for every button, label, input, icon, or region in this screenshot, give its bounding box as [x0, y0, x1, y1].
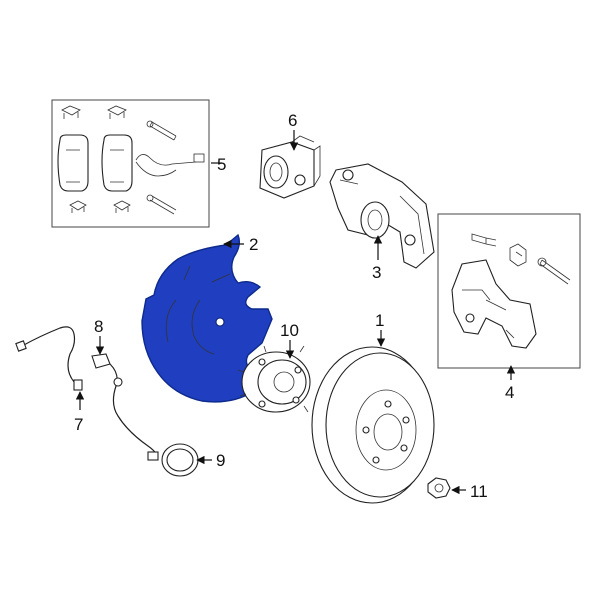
- callout-5: 5: [217, 155, 226, 174]
- callout-11: 11: [470, 482, 488, 501]
- brake-rotor-part: [311, 346, 435, 504]
- callout-8: 8: [94, 317, 103, 336]
- callout-7: 7: [74, 415, 83, 434]
- callout-3: 3: [372, 263, 381, 282]
- callout-2: 2: [249, 235, 258, 254]
- caliper-housing-part: [259, 135, 321, 199]
- callout-1: 1: [375, 311, 384, 330]
- leader-lines: [75, 130, 516, 495]
- hub-nut-part: [427, 477, 451, 499]
- abs-sensor-part: [91, 353, 159, 461]
- callout-10: 10: [280, 321, 299, 340]
- tone-ring-part: [161, 443, 199, 477]
- sensor-wire-part: [15, 326, 83, 391]
- callout-9: 9: [216, 451, 225, 470]
- bracket-kit-box: [437, 213, 581, 369]
- hub-bearing-part: [237, 345, 311, 413]
- caliper-part: [329, 163, 435, 269]
- callout-6: 6: [288, 111, 297, 130]
- pad-kit-box: [51, 99, 210, 228]
- callout-4: 4: [505, 383, 514, 402]
